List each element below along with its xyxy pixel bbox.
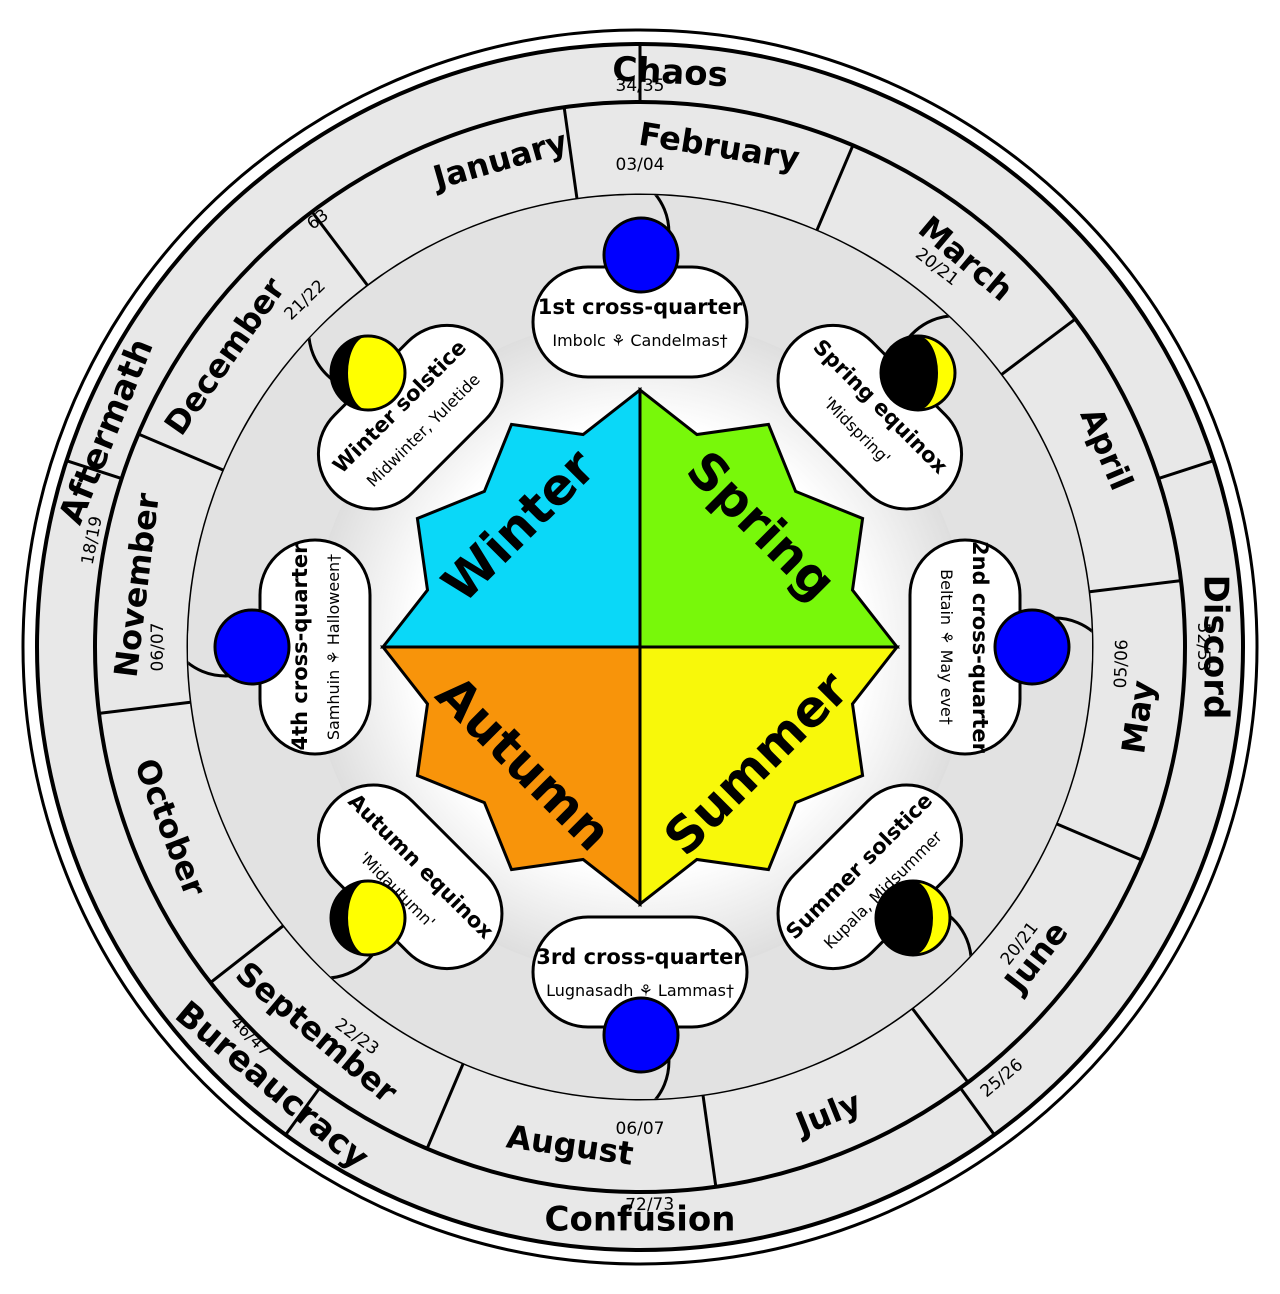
- festival-subtitle: Samhuin ⚘ Halloween†: [324, 554, 343, 740]
- erisian-season-label: Confusion: [545, 1200, 736, 1240]
- erisian-season-date: 52/53: [1193, 623, 1213, 672]
- erisian-season-label: Chaos: [611, 49, 729, 95]
- month-date: 06/07: [148, 623, 168, 672]
- festival-title: 1st cross-quarter: [538, 295, 743, 319]
- moon-phase-icon: [602, 996, 680, 1074]
- moon-phase-icon: [879, 334, 957, 412]
- moon-phase-icon: [993, 608, 1071, 686]
- festival-pill: 4th cross-quarter Samhuin ⚘ Halloween†: [258, 538, 372, 756]
- festival-title: 3rd cross-quarter: [536, 945, 744, 969]
- festival-title: 2nd cross-quarter: [968, 541, 992, 754]
- moon-phase-icon: [213, 608, 291, 686]
- month-date: 06/07: [616, 1119, 665, 1139]
- moon-phase-icon: [329, 879, 407, 957]
- ring-dividers: [66, 44, 1214, 1187]
- festival-pill: 2nd cross-quarter Beltain ⚘ May eve†: [908, 538, 1022, 756]
- festival-subtitle: Imbolc ⚘ Candelmas†: [552, 331, 727, 350]
- moon-phase-icon: [874, 879, 952, 957]
- season-star: [379, 386, 901, 908]
- festival-subtitle: Beltain ⚘ May eve†: [937, 569, 956, 725]
- erisian-season-date: 34/35: [616, 76, 665, 96]
- winter-quadrant: [379, 386, 642, 649]
- erisian-season-label: Discord: [1196, 575, 1236, 720]
- moon-phase-icon: [329, 334, 407, 412]
- moon-phase-icon: [602, 216, 680, 294]
- spring-quadrant: [638, 386, 901, 649]
- festival-title: 4th cross-quarter: [288, 543, 312, 751]
- boundary-day: 72/73: [625, 1194, 674, 1215]
- festival-subtitle: Lugnasadh ⚘ Lammas†: [546, 981, 734, 1000]
- month-date: 05/06: [1111, 639, 1133, 689]
- summer-quadrant: [638, 645, 901, 908]
- month-date: 03/04: [616, 155, 665, 175]
- autumn-quadrant: [379, 645, 642, 908]
